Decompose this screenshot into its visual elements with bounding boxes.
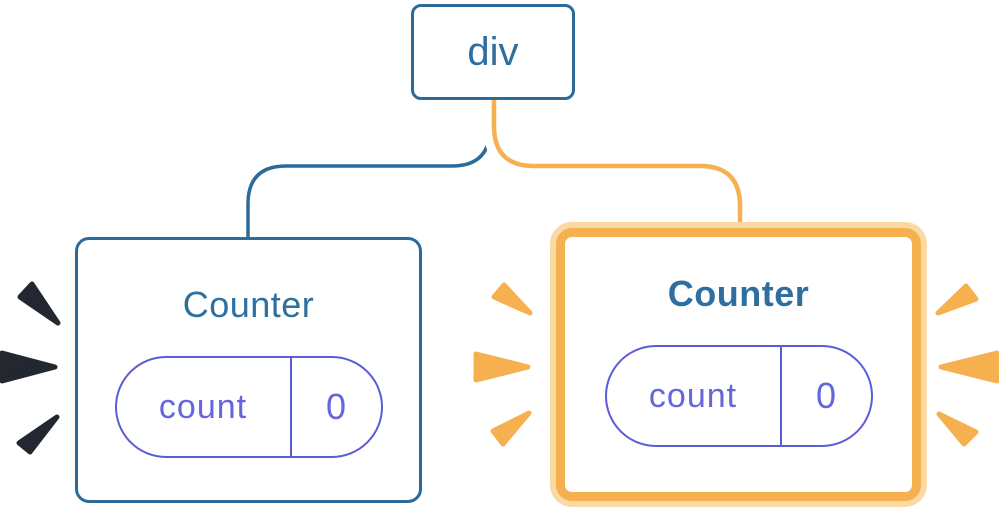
- root-div-label: div: [467, 29, 519, 74]
- left-state-value: 0: [325, 386, 347, 427]
- root-div-node: div: [411, 4, 575, 100]
- dark-spark-top-icon: [17, 281, 61, 326]
- right-state-pill: count 0: [604, 345, 873, 447]
- dark-spark-bottom-icon: [16, 414, 60, 455]
- dark-spark-group: [0, 281, 61, 455]
- left-state-key: count: [117, 358, 292, 456]
- right-counter-card-highlighted: Counter count 0: [556, 228, 921, 501]
- orange-spark-middle-right-icon: [938, 350, 999, 384]
- right-state-value: 0: [815, 375, 837, 416]
- right-counter-title: Counter: [667, 273, 810, 314]
- dark-spark-middle-icon: [0, 350, 58, 384]
- orange-spark-top-right-icon: [935, 283, 979, 316]
- orange-spark-group-left: [473, 282, 533, 447]
- orange-spark-group-right: [935, 283, 999, 447]
- orange-spark-middle-left-icon: [473, 351, 531, 383]
- left-counter-title: Counter: [182, 284, 315, 325]
- left-counter-card: Counter count 0: [75, 237, 422, 503]
- orange-spark-bottom-right-icon: [936, 411, 979, 447]
- left-state-pill: count 0: [114, 356, 383, 458]
- orange-spark-bottom-left-icon: [490, 410, 532, 447]
- blue-connector-line: [246, 98, 492, 240]
- orange-spark-top-left-icon: [491, 282, 533, 316]
- right-state-key: count: [607, 347, 782, 445]
- highlight-pipe-core: [491, 98, 743, 232]
